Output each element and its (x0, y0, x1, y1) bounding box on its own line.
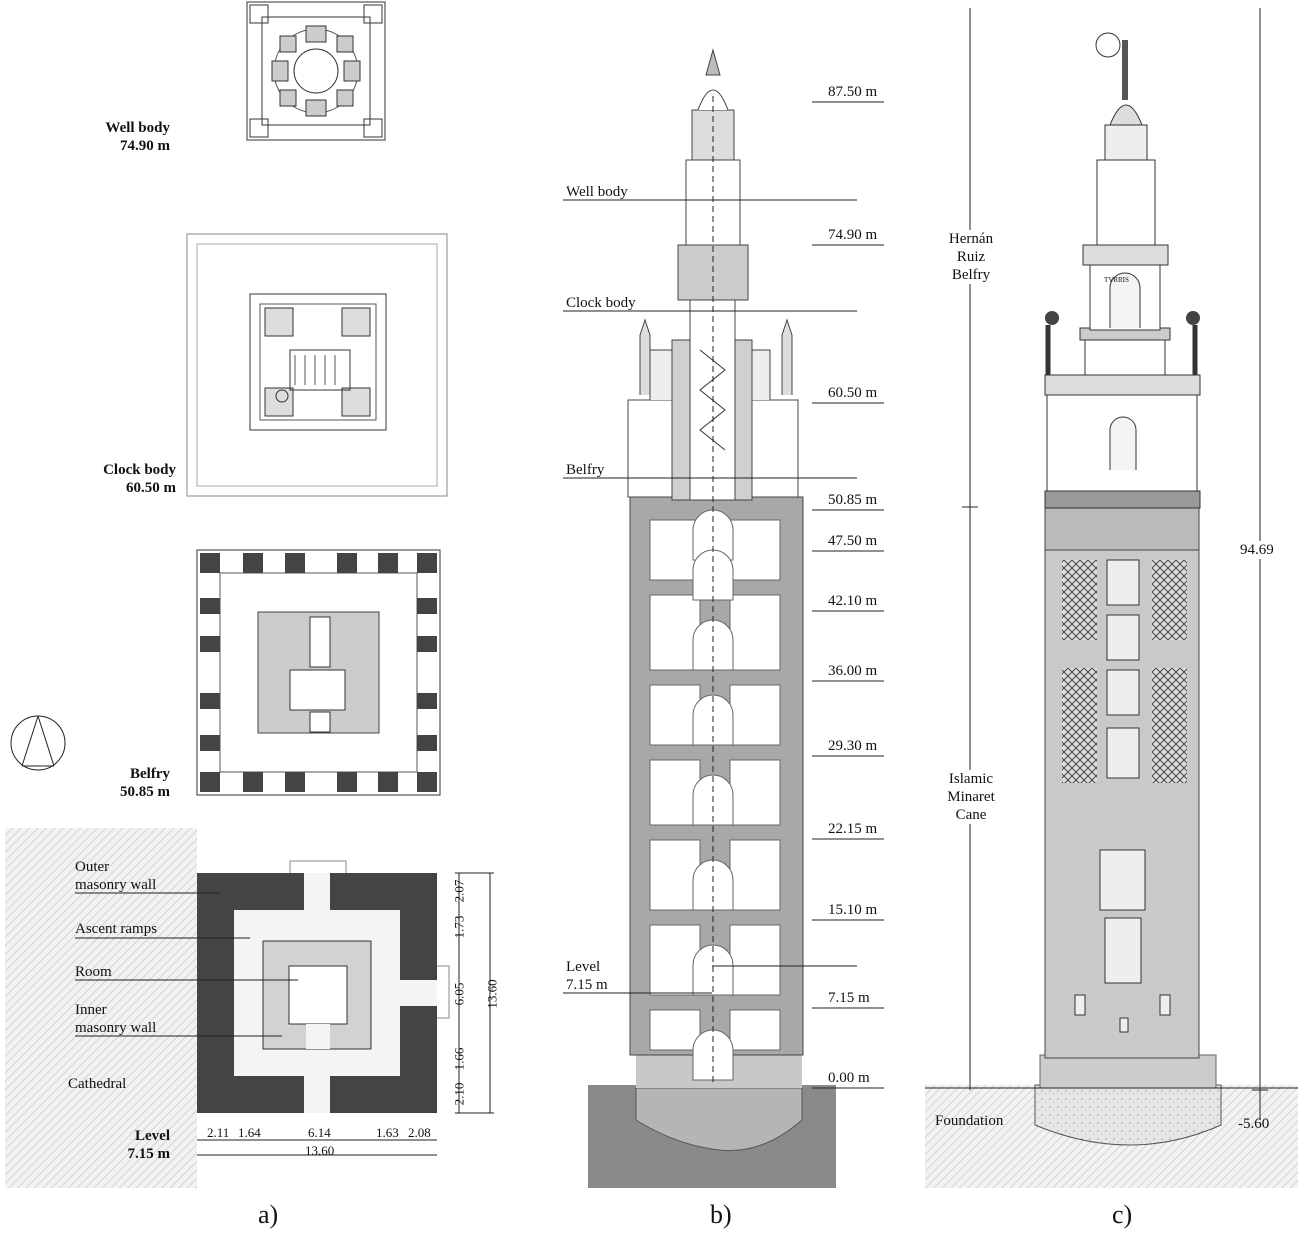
dim-h-total: 13.60 (305, 1143, 335, 1158)
north-arrow-icon (10, 715, 66, 771)
tower-elevation (925, 8, 1298, 1188)
belfry-plan (196, 549, 441, 796)
section-well-body: Well body (566, 184, 628, 200)
level-label: 87.50 m (828, 84, 878, 100)
total-height-label: 94.69 (1240, 541, 1274, 559)
caption-c: c) (1112, 1200, 1133, 1229)
caption-b: b) (710, 1200, 732, 1229)
dim-h-4: 1.63 (376, 1125, 399, 1140)
clock-body-plan (186, 233, 448, 497)
level-label: 22.15 m (828, 821, 878, 837)
tower-section (563, 48, 884, 1188)
dim-v-5: 2.10 (451, 1082, 467, 1106)
level-label: 29.30 m (828, 738, 878, 754)
level-label: 15.10 m (828, 902, 878, 918)
dim-v-4: 1.66 (451, 1047, 467, 1071)
dim-h-3: 6.14 (308, 1125, 331, 1140)
legend-room: Room (75, 964, 112, 980)
level-label: 36.00 m (828, 663, 878, 679)
dim-v-3: 6.05 (451, 982, 467, 1006)
legend-ascent-ramps: Ascent ramps (75, 921, 158, 937)
level-label: 0.00 m (828, 1070, 870, 1086)
caption-a: a) (258, 1200, 279, 1229)
level-plan (5, 828, 494, 1188)
section-clock-body: Clock body (566, 295, 636, 311)
dim-v-1: 2.07 (451, 879, 467, 903)
dim-v-2: 1.73 (451, 915, 467, 939)
dim-h-2: 1.64 (238, 1125, 261, 1140)
dim-v-total: 13.60 (484, 979, 500, 1009)
level-label: 60.50 m (828, 385, 878, 401)
level-label: 47.50 m (828, 533, 878, 549)
well-body-plan (246, 1, 386, 141)
foundation-depth-label: -5.60 (1238, 1116, 1270, 1132)
dim-h-5: 2.08 (408, 1125, 431, 1140)
foundation-label: Foundation (935, 1113, 1004, 1129)
dim-h-1: 2.11 (207, 1125, 230, 1140)
level-label: 7.15 m (828, 990, 870, 1006)
level-label: 74.90 m (828, 227, 878, 243)
level-label: 42.10 m (828, 593, 878, 609)
level-label: 50.85 m (828, 492, 878, 508)
turris-inscription: TVRRIS (1104, 276, 1129, 284)
legend-cathedral: Cathedral (68, 1076, 127, 1092)
section-belfry: Belfry (566, 462, 605, 478)
